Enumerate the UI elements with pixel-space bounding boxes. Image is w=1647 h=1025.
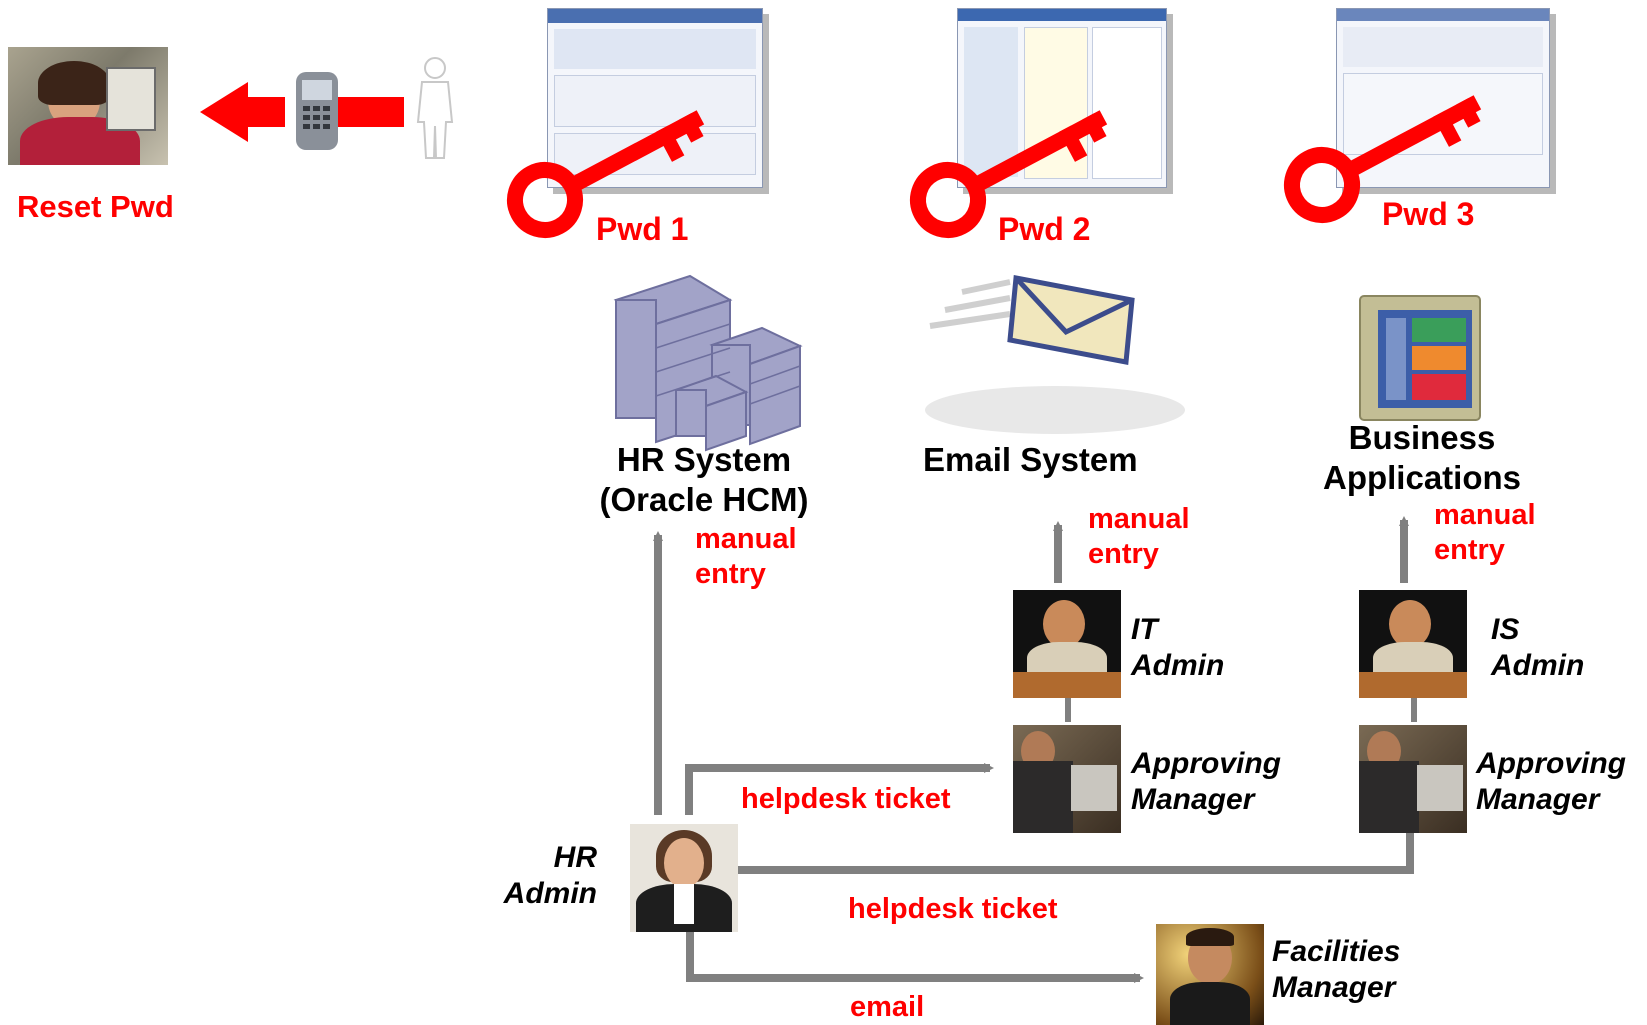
hr-system-label: HR System (Oracle HCM): [584, 440, 824, 519]
envelope-icon: [925, 275, 1185, 434]
hr-admin-photo: [630, 824, 738, 932]
phone-icon: [296, 72, 338, 150]
it-admin-line1: IT: [1131, 613, 1158, 646]
is-admin-line1: IS: [1491, 613, 1520, 646]
manual-entry-hr-line2: entry: [695, 557, 766, 590]
manual-entry-label-business: manual entry: [1434, 498, 1536, 568]
approving-manager-label-1: Approving Manager: [1131, 746, 1281, 818]
helpdesk-ticket-label-2: helpdesk ticket: [848, 893, 1058, 925]
email-screenshot-thumbnail: [957, 8, 1167, 188]
business-applications-label: Business Applications: [1302, 418, 1542, 497]
arrow-hr-admin-to-approving-manager-1: [685, 763, 994, 815]
hr-admin-label: HR Admin: [497, 840, 597, 912]
reset-pwd-label: Reset Pwd: [17, 189, 174, 224]
manual-entry-email-line1: manual: [1088, 503, 1190, 535]
manual-entry-business-line1: manual: [1434, 499, 1536, 531]
email-system-line1: Email System: [923, 441, 1138, 478]
facilities-manager-line1: Facilities: [1272, 935, 1401, 968]
manual-entry-hr-line1: manual: [695, 523, 797, 555]
approving-manager-photo-1: [1013, 725, 1121, 833]
business-applications-line1: Business: [1348, 419, 1496, 456]
approving-manager-label-2: Approving Manager: [1476, 746, 1626, 818]
business-applications-line2: Applications: [1322, 458, 1522, 496]
hr-admin-line2: Admin: [503, 877, 597, 910]
is-admin-line2: Admin: [1491, 649, 1585, 682]
pwd1-label: Pwd 1: [596, 211, 689, 247]
is-admin-label: IS Admin: [1491, 612, 1584, 684]
hr-system-line1: HR System: [616, 441, 792, 478]
approving-manager-photo-2: [1359, 725, 1467, 833]
reset-user-photo: [8, 47, 168, 165]
key-icon: [910, 110, 1108, 238]
facilities-manager-line2: Manager: [1272, 971, 1396, 1004]
manual-entry-business-line2: entry: [1434, 533, 1505, 566]
person-silhouette-icon: [416, 57, 454, 159]
app-window-icon: [1359, 295, 1481, 421]
hr-admin-line1: HR: [553, 841, 597, 874]
facilities-manager-photo: [1156, 924, 1264, 1025]
approving-manager-1-line1: Approving: [1131, 747, 1281, 780]
server-icon: [613, 274, 803, 452]
it-admin-label: IT Admin: [1131, 612, 1224, 684]
pwd3-label: Pwd 3: [1382, 196, 1475, 232]
key-icon: [1284, 95, 1482, 223]
line-hr-admin-to-approving-manager-2: [735, 822, 1414, 874]
approving-manager-2-line2: Manager: [1476, 783, 1600, 816]
hr-screenshot-thumbnail: [547, 8, 763, 188]
manual-entry-email-line2: entry: [1088, 537, 1159, 570]
manual-entry-label-hr: manual entry: [695, 522, 797, 592]
hr-system-line2: (Oracle HCM): [599, 480, 809, 518]
it-admin-line2: Admin: [1131, 649, 1225, 682]
email-label: email: [850, 991, 925, 1023]
helpdesk-ticket-label-1: helpdesk ticket: [741, 783, 951, 815]
reset-arrow-icon: [200, 82, 404, 142]
email-system-label: Email System: [923, 440, 1138, 480]
is-admin-photo: [1359, 590, 1467, 698]
approving-manager-1-line2: Manager: [1131, 783, 1255, 816]
manual-entry-label-email: manual entry: [1088, 502, 1190, 572]
key-icon: [507, 110, 705, 238]
pwd2-label: Pwd 2: [998, 211, 1091, 247]
approving-manager-2-line1: Approving: [1476, 747, 1626, 780]
it-admin-photo: [1013, 590, 1121, 698]
business-screenshot-thumbnail: [1336, 8, 1550, 188]
arrow-hr-admin-to-facilities-manager: [686, 925, 1144, 983]
facilities-manager-label: Facilities Manager: [1272, 934, 1400, 1006]
